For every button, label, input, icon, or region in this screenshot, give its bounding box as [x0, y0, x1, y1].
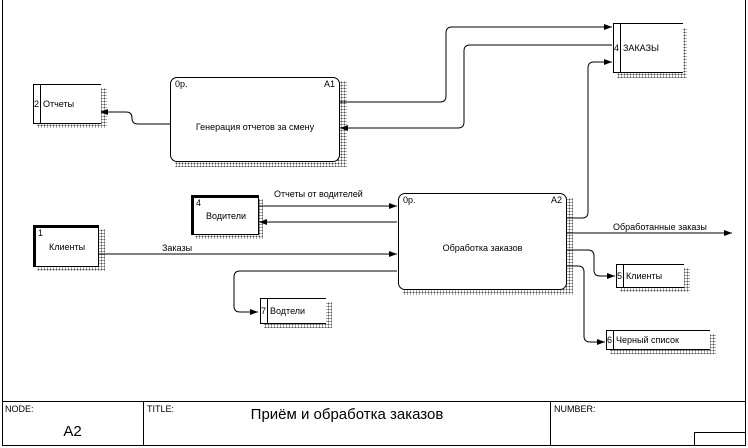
footer-title-cell: TITLE: Приём и обработка заказов	[144, 402, 551, 446]
footer-corner-box	[694, 432, 746, 446]
external-voditeli-num: 4	[196, 198, 202, 208]
store-blacklist[interactable]: 6 Черный список	[606, 330, 710, 350]
arrow-a2-to-vodteli	[233, 270, 397, 315]
store-otchety-numbox	[33, 85, 41, 123]
footer-node-cell: NODE: A2	[2, 402, 144, 446]
store-zakazy-numbox	[613, 24, 621, 72]
footer-node-value: A2	[63, 423, 82, 440]
arrow-a1-to-otchety	[100, 109, 171, 125]
footer-node-caption: NODE:	[5, 404, 34, 414]
store-vodteli[interactable]: 7 Водтели	[260, 298, 326, 324]
process-a2[interactable]: 0р. A2 Обработка заказов	[398, 193, 567, 290]
arrow-a1-to-zakazy	[340, 24, 612, 103]
process-a2-id: A2	[550, 195, 562, 205]
store-otchety[interactable]: 2 Отчеты	[33, 84, 101, 124]
footer-number-cell: NUMBER:	[551, 402, 746, 446]
arrow-zakazy-to-a1	[340, 44, 612, 131]
footer-number-caption: NUMBER:	[554, 404, 596, 414]
store-blacklist-label: Черный список	[616, 335, 679, 345]
store-klienty-num: 5	[617, 271, 623, 281]
arrow-a2-to-zakazy	[567, 59, 612, 219]
store-zakazy-label: ЗАКАЗЫ	[623, 43, 659, 53]
footer-bar: NODE: A2 TITLE: Приём и обработка заказо…	[2, 401, 746, 446]
footer-title-caption: TITLE:	[147, 404, 175, 414]
label-driver-reports: Отчеты от водителей	[274, 189, 363, 199]
label-processed-orders: Обработанные заказы	[613, 222, 707, 232]
store-zakazy-num: 4	[614, 43, 620, 53]
process-a2-title: Обработка заказов	[442, 243, 523, 253]
store-otchety-num: 2	[34, 99, 40, 109]
external-klienty-num: 1	[38, 228, 44, 238]
store-vodteli-numbox	[260, 299, 268, 323]
store-vodteli-num: 7	[261, 306, 267, 316]
external-klienty-label: Клиенты	[48, 242, 86, 252]
arrow-a2-to-blacklist	[567, 265, 605, 345]
label-orders: Заказы	[162, 243, 193, 253]
store-klienty[interactable]: 5 Клиенты	[616, 264, 684, 288]
external-voditeli-label: Водители	[205, 211, 247, 221]
store-klienty-label: Клиенты	[626, 271, 663, 281]
footer-title-value: Приём и обработка заказов	[250, 406, 444, 423]
external-voditeli[interactable]: 4 Водители	[191, 195, 259, 235]
store-blacklist-num: 6	[607, 335, 613, 345]
process-a1[interactable]: 0р. A1 Генерация отчетов за смену	[170, 77, 340, 162]
process-a1-id: A1	[323, 79, 335, 89]
process-a1-prefix: 0р.	[175, 79, 188, 89]
process-a2-prefix: 0р.	[403, 195, 416, 205]
arrow-a2-to-klienty	[567, 249, 615, 279]
process-a1-title: Генерация отчетов за смену	[195, 122, 315, 132]
store-zakazy[interactable]: 4 ЗАКАЗЫ	[613, 23, 683, 73]
store-klienty-numbox	[616, 265, 624, 287]
store-blacklist-numbox	[606, 331, 614, 349]
store-vodteli-label: Водтели	[270, 306, 306, 316]
store-otchety-label: Отчеты	[43, 99, 75, 109]
external-klienty[interactable]: 1 Клиенты	[33, 225, 99, 267]
